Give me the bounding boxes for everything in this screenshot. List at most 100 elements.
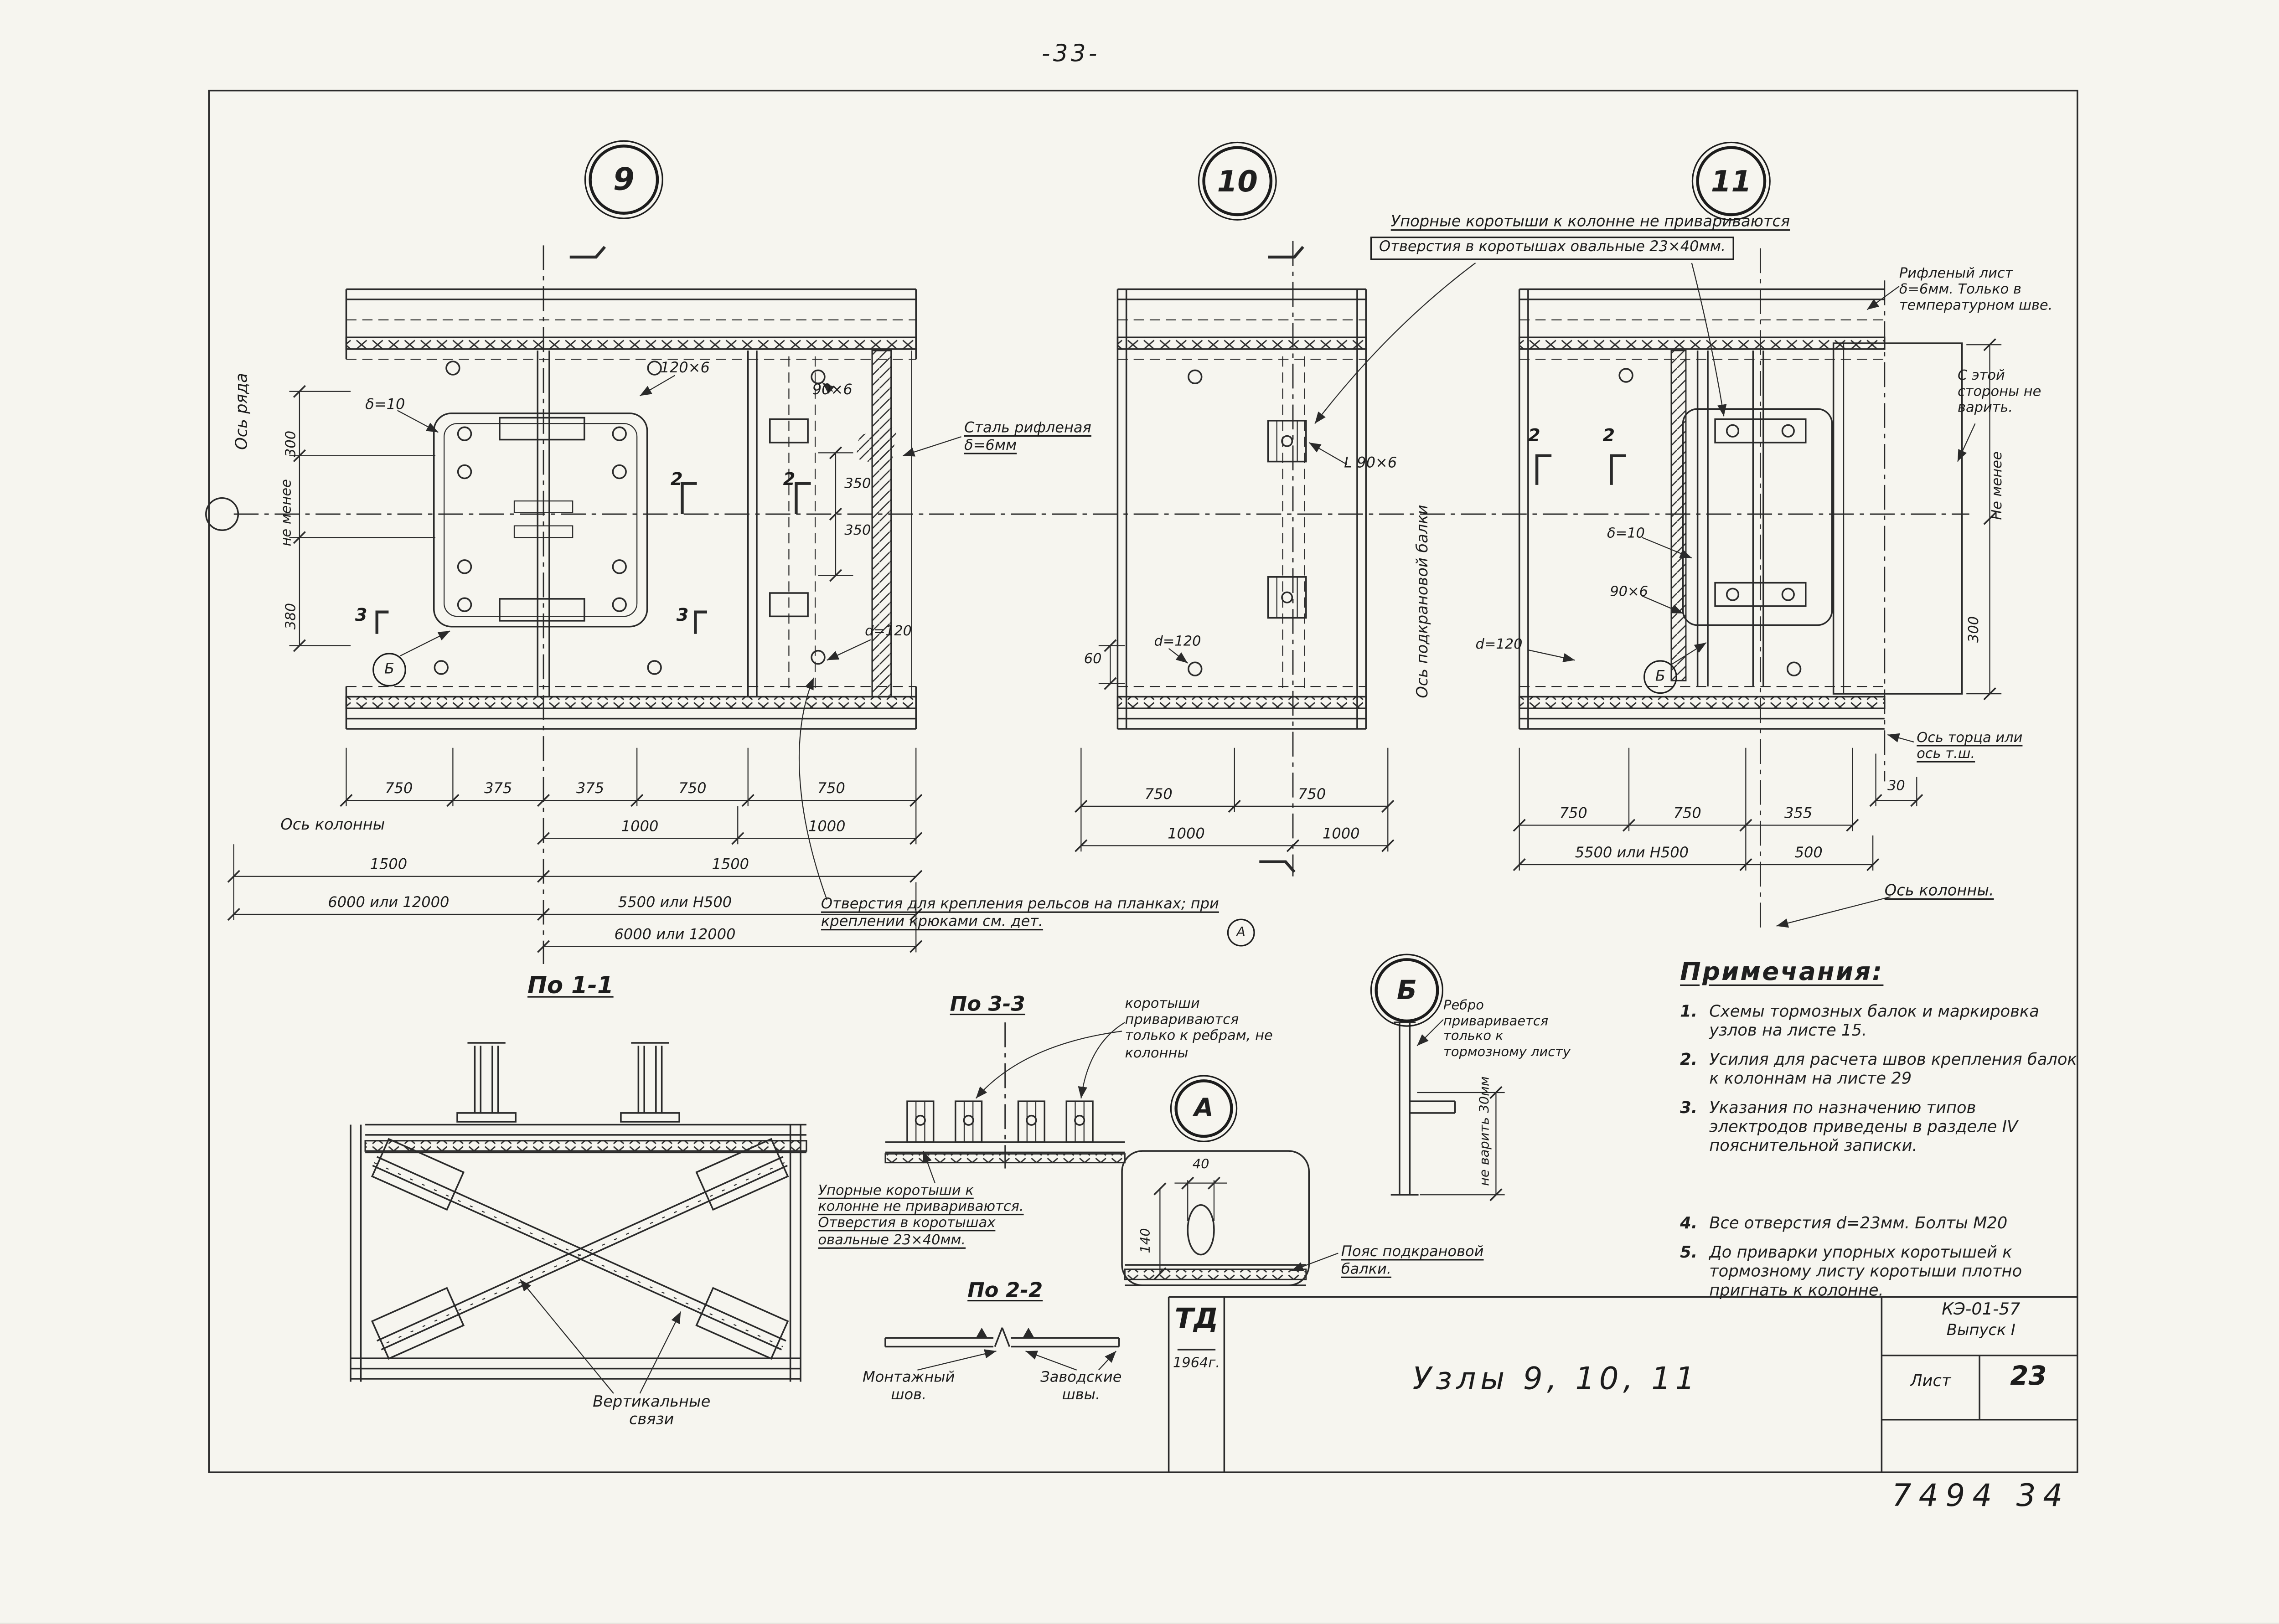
detail-balloon-10: 10 bbox=[1197, 141, 1278, 222]
d11-d120: d=120 bbox=[1475, 637, 1523, 653]
dim: 375 bbox=[576, 781, 605, 798]
section-label-1-1: По 1-1 bbox=[527, 971, 614, 999]
dim: 750 bbox=[678, 781, 707, 798]
detail-balloon-a: А bbox=[1169, 1074, 1238, 1143]
d9-dim-380: 380 bbox=[283, 603, 300, 630]
dim: 1000 bbox=[1168, 826, 1205, 843]
section-label-2-2: По 2-2 bbox=[967, 1279, 1043, 1303]
titleblock-org: ТД bbox=[1174, 1303, 1219, 1335]
note-item-2: 2. Усилия для расчета швов крепления бал… bbox=[1680, 1050, 2077, 1088]
dim: 6000 или 12000 bbox=[614, 927, 736, 944]
stub-weld-ribs-note: коротыши привариваются только к ребрам, … bbox=[1125, 996, 1273, 1062]
dA-dim-40: 40 bbox=[1192, 1158, 1209, 1173]
section-2-2-linework bbox=[884, 1327, 1120, 1371]
d9-plate-90x6: 90×6 bbox=[812, 382, 853, 399]
titleblock-title: Узлы 9, 10, 11 bbox=[1412, 1361, 1700, 1397]
ref-balloon-b-detail9: Б bbox=[372, 653, 406, 687]
dim: 1500 bbox=[712, 857, 749, 874]
title-block-linework bbox=[1168, 1296, 2077, 1473]
d9-dim-350a: 350 bbox=[844, 476, 871, 492]
detail-a-linework bbox=[1121, 1150, 1338, 1286]
d11-ne-menee: Не менее bbox=[1990, 451, 2006, 520]
dim: 750 bbox=[1298, 787, 1326, 804]
section-label-3-3: По 3-3 bbox=[950, 993, 1025, 1017]
d9-d120: d=120 bbox=[865, 624, 912, 640]
section-3-3-linework bbox=[884, 1022, 1126, 1184]
d11-delta-10: δ=10 bbox=[1607, 526, 1645, 542]
d11-section-mark-2b: 2 bbox=[1602, 425, 1615, 446]
note-item-1: 1. Схемы тормозных балок и маркировка уз… bbox=[1680, 1002, 2077, 1040]
dim: 750 bbox=[385, 781, 413, 798]
d9-section-mark-2b: 2 bbox=[783, 469, 796, 490]
titleblock-year: 1964г. bbox=[1173, 1355, 1220, 1372]
archive-stamp: 7494 34 bbox=[1891, 1478, 2070, 1513]
page-number: -33- bbox=[1041, 39, 1100, 67]
d10-dim-60: 60 bbox=[1084, 651, 1102, 668]
row-axis-label: Ось ряда bbox=[232, 373, 252, 450]
dim: 5500 или Н500 bbox=[618, 895, 732, 912]
detail-9-dimensions bbox=[227, 385, 923, 953]
dim: 750 bbox=[1673, 806, 1701, 823]
top-note-leaders bbox=[798, 262, 1727, 900]
note-number: 3. bbox=[1680, 1098, 1698, 1118]
d9-section-mark-2a: 2 bbox=[670, 469, 683, 490]
detail-balloon-11: 11 bbox=[1691, 141, 1772, 222]
note-text: Все отверстия d=23мм. Болты М20 bbox=[1709, 1213, 2008, 1233]
dim: 375 bbox=[484, 781, 512, 798]
riffled-steel-note: Сталь рифленая δ=6мм bbox=[964, 420, 1091, 454]
dim: 1000 bbox=[808, 819, 846, 835]
detail-b-linework bbox=[1390, 1019, 1505, 1201]
centerlines bbox=[233, 241, 1969, 964]
ref-balloon-a-note: А bbox=[1227, 918, 1255, 947]
rib-weld-note: Ребро приваривается только к тормозному … bbox=[1443, 999, 1571, 1060]
vertical-braces-label: Вертикальные связи bbox=[593, 1393, 711, 1429]
crane-beam-axis-label: Ось подкрановой балки bbox=[1414, 505, 1432, 698]
titleblock-code: КЭ-01-57 bbox=[1942, 1298, 2021, 1319]
dim: 355 bbox=[1784, 806, 1813, 823]
notes-block: Примечания: 1. Схемы тормозных балок и м… bbox=[1680, 958, 2077, 1310]
note-text: Усилия для расчета швов крепления балок … bbox=[1709, 1050, 2077, 1088]
note-number: 1. bbox=[1680, 1002, 1698, 1021]
stub-note-line2: Отверстия в коротышах овальные 23×40мм. bbox=[1370, 237, 1735, 260]
site-weld-label: Монтажный шов. bbox=[862, 1370, 955, 1403]
dim: 1500 bbox=[370, 857, 408, 874]
note-number: 2. bbox=[1680, 1050, 1698, 1069]
dim: 1000 bbox=[621, 819, 659, 835]
dim: 750 bbox=[1559, 806, 1587, 823]
d11-section-mark-2a: 2 bbox=[1528, 425, 1540, 446]
note-text: Указания по назначению типов электродов … bbox=[1709, 1098, 2018, 1155]
note-item-4: 4. Все отверстия d=23мм. Болты М20 bbox=[1680, 1214, 2077, 1233]
shop-welds-label: Заводские швы. bbox=[1040, 1370, 1122, 1403]
detail-9-linework bbox=[345, 246, 961, 730]
note-item-5: 5. До приварки упорных коротышей к тормо… bbox=[1680, 1243, 2077, 1300]
dim: 750 bbox=[1144, 787, 1173, 804]
detail-11-linework bbox=[1513, 286, 2002, 928]
titleblock-sheet-label: Лист bbox=[1910, 1371, 1951, 1391]
detail-balloon-b: Б bbox=[1369, 953, 1444, 1028]
rail-fastening-note: Отверстия для крепления рельсов на планк… bbox=[821, 897, 1219, 930]
column-axis-label: Ось колонны bbox=[280, 816, 385, 834]
d9-section-mark-3b: 3 bbox=[676, 604, 689, 625]
d10-d120: d=120 bbox=[1154, 634, 1201, 650]
dim: 750 bbox=[817, 781, 845, 798]
d9-dim-300: 300 bbox=[283, 430, 300, 458]
angle-l90-label: L 90×6 bbox=[1344, 455, 1397, 472]
crane-chord-label: Пояс подкрановой балки. bbox=[1341, 1244, 1484, 1278]
note-text: Схемы тормозных балок и маркировка узлов… bbox=[1709, 1002, 2039, 1040]
d9-delta-10: δ=10 bbox=[365, 397, 405, 413]
dim: 6000 или 12000 bbox=[328, 895, 450, 912]
stub-note-line1: Упорные коротыши к колонне не привариваю… bbox=[1390, 213, 1790, 231]
section-1-1-linework bbox=[350, 1042, 807, 1394]
d9-dim-350b: 350 bbox=[844, 523, 871, 539]
dim: 500 bbox=[1794, 846, 1823, 862]
note-number: 5. bbox=[1680, 1243, 1698, 1262]
detail-balloon-9: 9 bbox=[584, 139, 664, 220]
no-weld-30-label: не варить 30мм bbox=[1478, 1076, 1493, 1186]
note-number: 4. bbox=[1680, 1213, 1698, 1233]
d9-section-mark-3a: 3 bbox=[355, 604, 367, 625]
no-weld-side-note: С этой стороны не варить. bbox=[1958, 368, 2041, 417]
d9-dim-ne-menee: не менее bbox=[279, 479, 295, 546]
titleblock-issue: Выпуск I bbox=[1946, 1322, 2015, 1340]
